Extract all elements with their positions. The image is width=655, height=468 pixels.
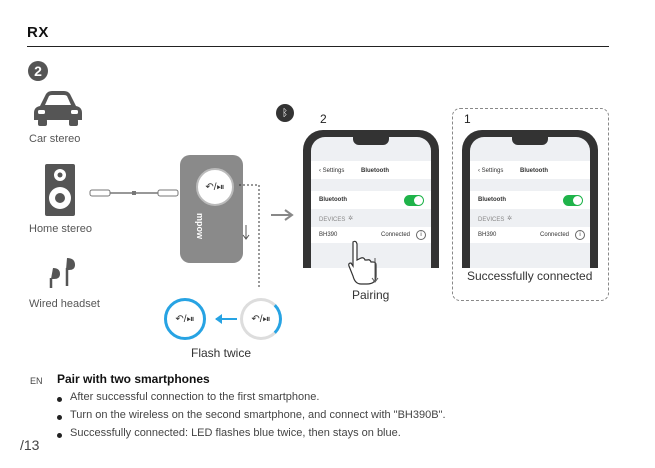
- car-stereo-label: Car stereo: [29, 133, 81, 145]
- home-stereo-label: Home stereo: [29, 223, 92, 235]
- flash-twice-caption: Flash twice: [191, 346, 252, 360]
- phone-index-1: 1: [464, 112, 471, 126]
- bullet-dot: [57, 415, 62, 420]
- connected-phone-frame: [452, 108, 609, 301]
- pairing-caption: Pairing: [352, 288, 390, 302]
- instruction-bullet-3: Successfully connected: LED flashes blue…: [70, 427, 401, 439]
- led-blue-button-icon: ↶/⏯: [164, 298, 206, 340]
- phone-1-screen: ‹ Settings Bluetooth Bluetooth DEVICES ✲…: [470, 137, 590, 268]
- nav-title: Bluetooth: [361, 168, 389, 174]
- info-icon[interactable]: i: [416, 230, 426, 240]
- device-brand-logo: mpow: [195, 213, 205, 239]
- wired-headset-label: Wired headset: [29, 298, 100, 310]
- aux-cable: [89, 189, 179, 197]
- bluetooth-toggle[interactable]: [404, 195, 424, 206]
- settings-back-link[interactable]: ‹ Settings: [319, 168, 345, 174]
- info-icon[interactable]: i: [575, 230, 585, 240]
- devices-header: DEVICES: [319, 217, 346, 223]
- spinner-icon: ✲: [348, 216, 354, 222]
- device-status: Connected: [381, 232, 411, 238]
- bluetooth-row-label: Bluetooth: [319, 197, 347, 203]
- nav-title: Bluetooth: [520, 168, 548, 174]
- arrow-right-icon: [271, 209, 294, 221]
- phone-notch: [353, 137, 389, 145]
- success-caption: Successfully connected: [467, 269, 593, 283]
- settings-back-link[interactable]: ‹ Settings: [478, 168, 504, 174]
- section-title: RX: [27, 24, 49, 41]
- multifunction-button-icon[interactable]: ↶/⏯: [196, 168, 234, 206]
- instructions-heading: Pair with two smartphones: [57, 372, 210, 386]
- instruction-bullet-1: After successful connection to the first…: [70, 391, 320, 403]
- arrow-left-icon: [215, 314, 237, 324]
- device-name[interactable]: BH390: [478, 232, 497, 238]
- flash-connector-line: [239, 184, 260, 287]
- bullet-dot: [57, 397, 62, 402]
- bullet-dot: [57, 433, 62, 438]
- device-status: Connected: [540, 232, 570, 238]
- car-icon: [34, 91, 82, 126]
- bluetooth-toggle[interactable]: [563, 195, 583, 206]
- phone-2-screen: ‹ Settings Bluetooth Bluetooth DEVICES ✲…: [311, 137, 431, 268]
- earphones-icon: [49, 258, 75, 288]
- device-name[interactable]: BH390: [319, 232, 338, 238]
- instruction-bullet-2: Turn on the wireless on the second smart…: [70, 409, 446, 421]
- step-badge: 2: [28, 61, 48, 81]
- page-number: /13: [20, 437, 40, 453]
- language-code: EN: [30, 376, 43, 386]
- phone-index-2: 2: [320, 112, 327, 126]
- speaker-icon: [45, 164, 75, 216]
- tapping-hand-icon: [348, 240, 379, 285]
- devices-header: DEVICES: [478, 217, 505, 223]
- bluetooth-icon: ᛒ: [276, 104, 294, 122]
- bluetooth-row-label: Bluetooth: [478, 197, 506, 203]
- led-flashing-button-icon: ↶/⏯: [240, 298, 282, 340]
- header-divider: [27, 46, 609, 47]
- spinner-icon: ✲: [507, 216, 513, 222]
- phone-notch: [512, 137, 548, 145]
